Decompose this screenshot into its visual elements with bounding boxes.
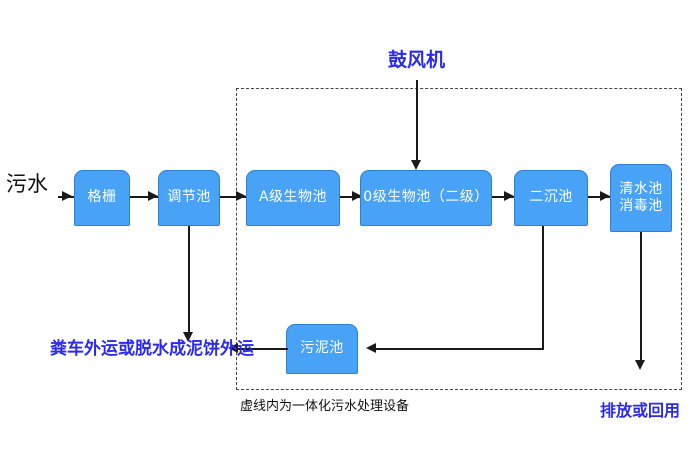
connector-wuni-to-sludge-disposal [234, 348, 288, 350]
connector-a-bio-to-o-bio [340, 196, 362, 198]
connector-tiaojie-to-sludge-disposal [188, 226, 190, 336]
arrowhead-erchen-to-wuni [366, 343, 376, 353]
arrowhead-tiaojie-to-sludge-disposal [183, 332, 193, 342]
node-tiaojie[interactable]: 调节池 [158, 170, 220, 226]
influent-label: 污水 [6, 172, 48, 196]
connector-qingshui-to-effluent [640, 232, 642, 364]
arrowhead-a-bio-to-o-bio [352, 191, 362, 201]
node-erchen[interactable]: 二沉池 [514, 170, 588, 226]
arrowhead-erchen-to-qingshui [600, 191, 610, 201]
sludge-disposal-label: 粪车外运或脱水成泥饼外运 [50, 339, 254, 359]
node-wuni[interactable]: 污泥池 [286, 324, 358, 374]
connector-erchen-to-wuni-horizontal [372, 348, 544, 350]
blower-label: 鼓风机 [388, 49, 446, 71]
connector-o-bio-to-erchen [492, 196, 514, 198]
arrowhead-wuni-to-sludge-disposal [228, 343, 238, 353]
enclosure-caption: 虚线内为一体化污水处理设备 [240, 399, 410, 414]
node-o-bio[interactable]: 0级生物池（二级） [360, 170, 492, 226]
node-a-bio[interactable]: A级生物池 [246, 170, 340, 226]
arrowhead-o-bio-to-erchen [504, 191, 514, 201]
arrowhead-qingshui-to-effluent [635, 360, 645, 370]
connector-tiaojie-to-a-bio [220, 196, 246, 198]
connector-gezha-to-tiaojie [130, 196, 158, 198]
arrowhead-blower-to-o-bio [411, 160, 421, 170]
arrowhead-tiaojie-to-a-bio [236, 191, 246, 201]
connector-erchen-to-qingshui [588, 196, 610, 198]
node-qingshui-xiaodu[interactable]: 清水池 消毒池 [610, 164, 672, 232]
effluent-label: 排放或回用 [600, 401, 681, 420]
node-gezha[interactable]: 格栅 [74, 170, 130, 226]
connector-blower-to-o-bio [416, 80, 418, 164]
integrated-equipment-enclosure [236, 88, 682, 390]
connector-erchen-to-wuni-vertical [542, 226, 544, 350]
arrowhead-influent-to-gezha [62, 191, 72, 201]
arrowhead-gezha-to-tiaojie [148, 191, 158, 201]
